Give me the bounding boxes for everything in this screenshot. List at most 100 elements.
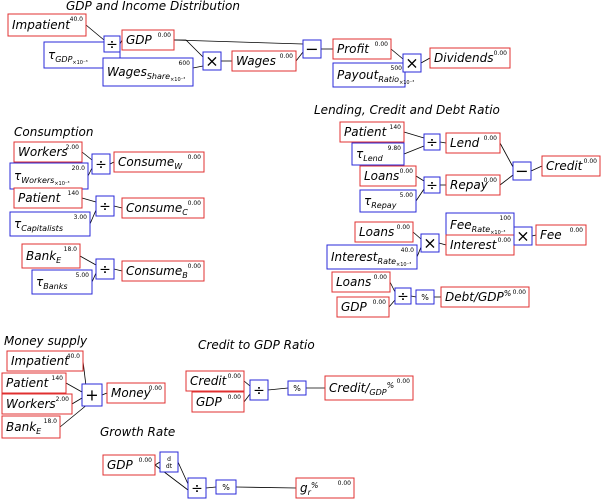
var-name: ConsumeW	[118, 155, 183, 171]
op-mul-wages[interactable]: ×	[202, 51, 222, 71]
op-box	[512, 161, 532, 181]
wire	[113, 268, 123, 272]
var-value: 0.00	[149, 385, 163, 392]
wire	[235, 486, 297, 489]
var-value: 2.00	[66, 144, 80, 151]
wire	[243, 393, 251, 403]
var-profit[interactable]: Profit 0.00	[332, 38, 392, 60]
var-name: Dividends	[434, 51, 493, 65]
var-tau-workers[interactable]: τWorkers×10⁻³20.0	[9, 162, 89, 190]
op-div-cw[interactable]: ÷	[91, 153, 111, 175]
var-box	[445, 174, 501, 196]
op-minus-profit[interactable]: −	[302, 39, 322, 59]
var-debt-gdp[interactable]: Debt/GDP%0.00	[440, 286, 530, 308]
op-div-debt[interactable]: ÷	[394, 287, 412, 305]
section-title-money: Money supply	[4, 334, 88, 348]
op-box	[394, 287, 412, 305]
op-symbol: +	[85, 386, 98, 405]
wire	[174, 39, 204, 58]
op-div-cb[interactable]: ÷	[95, 258, 115, 280]
var-name: gr%	[300, 481, 319, 497]
wire	[439, 141, 447, 144]
var-credit-gdp[interactable]: Credit/GDP%0.00	[324, 375, 414, 401]
var-name: BankE	[6, 420, 42, 436]
var-box	[326, 244, 418, 270]
var-box	[336, 296, 390, 318]
wire	[85, 24, 105, 41]
wire	[109, 161, 115, 165]
var-box	[339, 121, 405, 143]
op-box	[202, 51, 222, 71]
op-minus-credit[interactable]: −	[512, 161, 532, 181]
section-title-credit-gdp: Credit to GDP Ratio	[198, 338, 315, 352]
op-pct-cg[interactable]: %	[287, 380, 307, 396]
var-box	[445, 212, 515, 238]
op-box	[302, 39, 322, 59]
op-div-repay[interactable]: ÷	[423, 176, 441, 194]
var-box	[113, 151, 205, 173]
op-pct-debt[interactable]: %	[415, 289, 435, 305]
var-g-r[interactable]: gr%0.00	[295, 477, 355, 499]
op-ddt-label[interactable]: ddt	[159, 451, 179, 473]
op-mul-interest[interactable]: ×	[420, 233, 440, 253]
var-value: 0.00	[228, 394, 242, 401]
wire	[71, 397, 83, 405]
op-box	[402, 53, 422, 73]
op-mul-div[interactable]: ×	[402, 53, 422, 73]
op-div-lend[interactable]: ÷	[423, 133, 441, 151]
var-name: Impatient	[12, 18, 71, 32]
var-name: Profit	[337, 42, 370, 56]
op-mul-fee[interactable]: ×	[513, 226, 533, 246]
op-div-cg[interactable]: ÷	[249, 379, 269, 401]
var-interest-rate[interactable]: InterestRate×10⁻³40.0	[326, 244, 418, 270]
op-div-gdp[interactable]: ÷	[103, 35, 121, 53]
op-pct-gr[interactable]: %	[215, 479, 237, 495]
op-div-cc[interactable]: ÷	[95, 195, 115, 217]
var-name: Workers	[6, 397, 56, 411]
op-symbol: ÷	[426, 178, 438, 194]
var-box	[332, 38, 392, 60]
var-name: Credit	[190, 374, 228, 388]
var-value: 0.00	[375, 41, 389, 48]
var-name: Repay	[450, 178, 489, 192]
op-box	[420, 233, 440, 253]
op-plus-money[interactable]: +	[81, 383, 103, 407]
op-div-gr[interactable]: ÷	[187, 477, 207, 499]
op-symbol: ×	[516, 227, 529, 246]
